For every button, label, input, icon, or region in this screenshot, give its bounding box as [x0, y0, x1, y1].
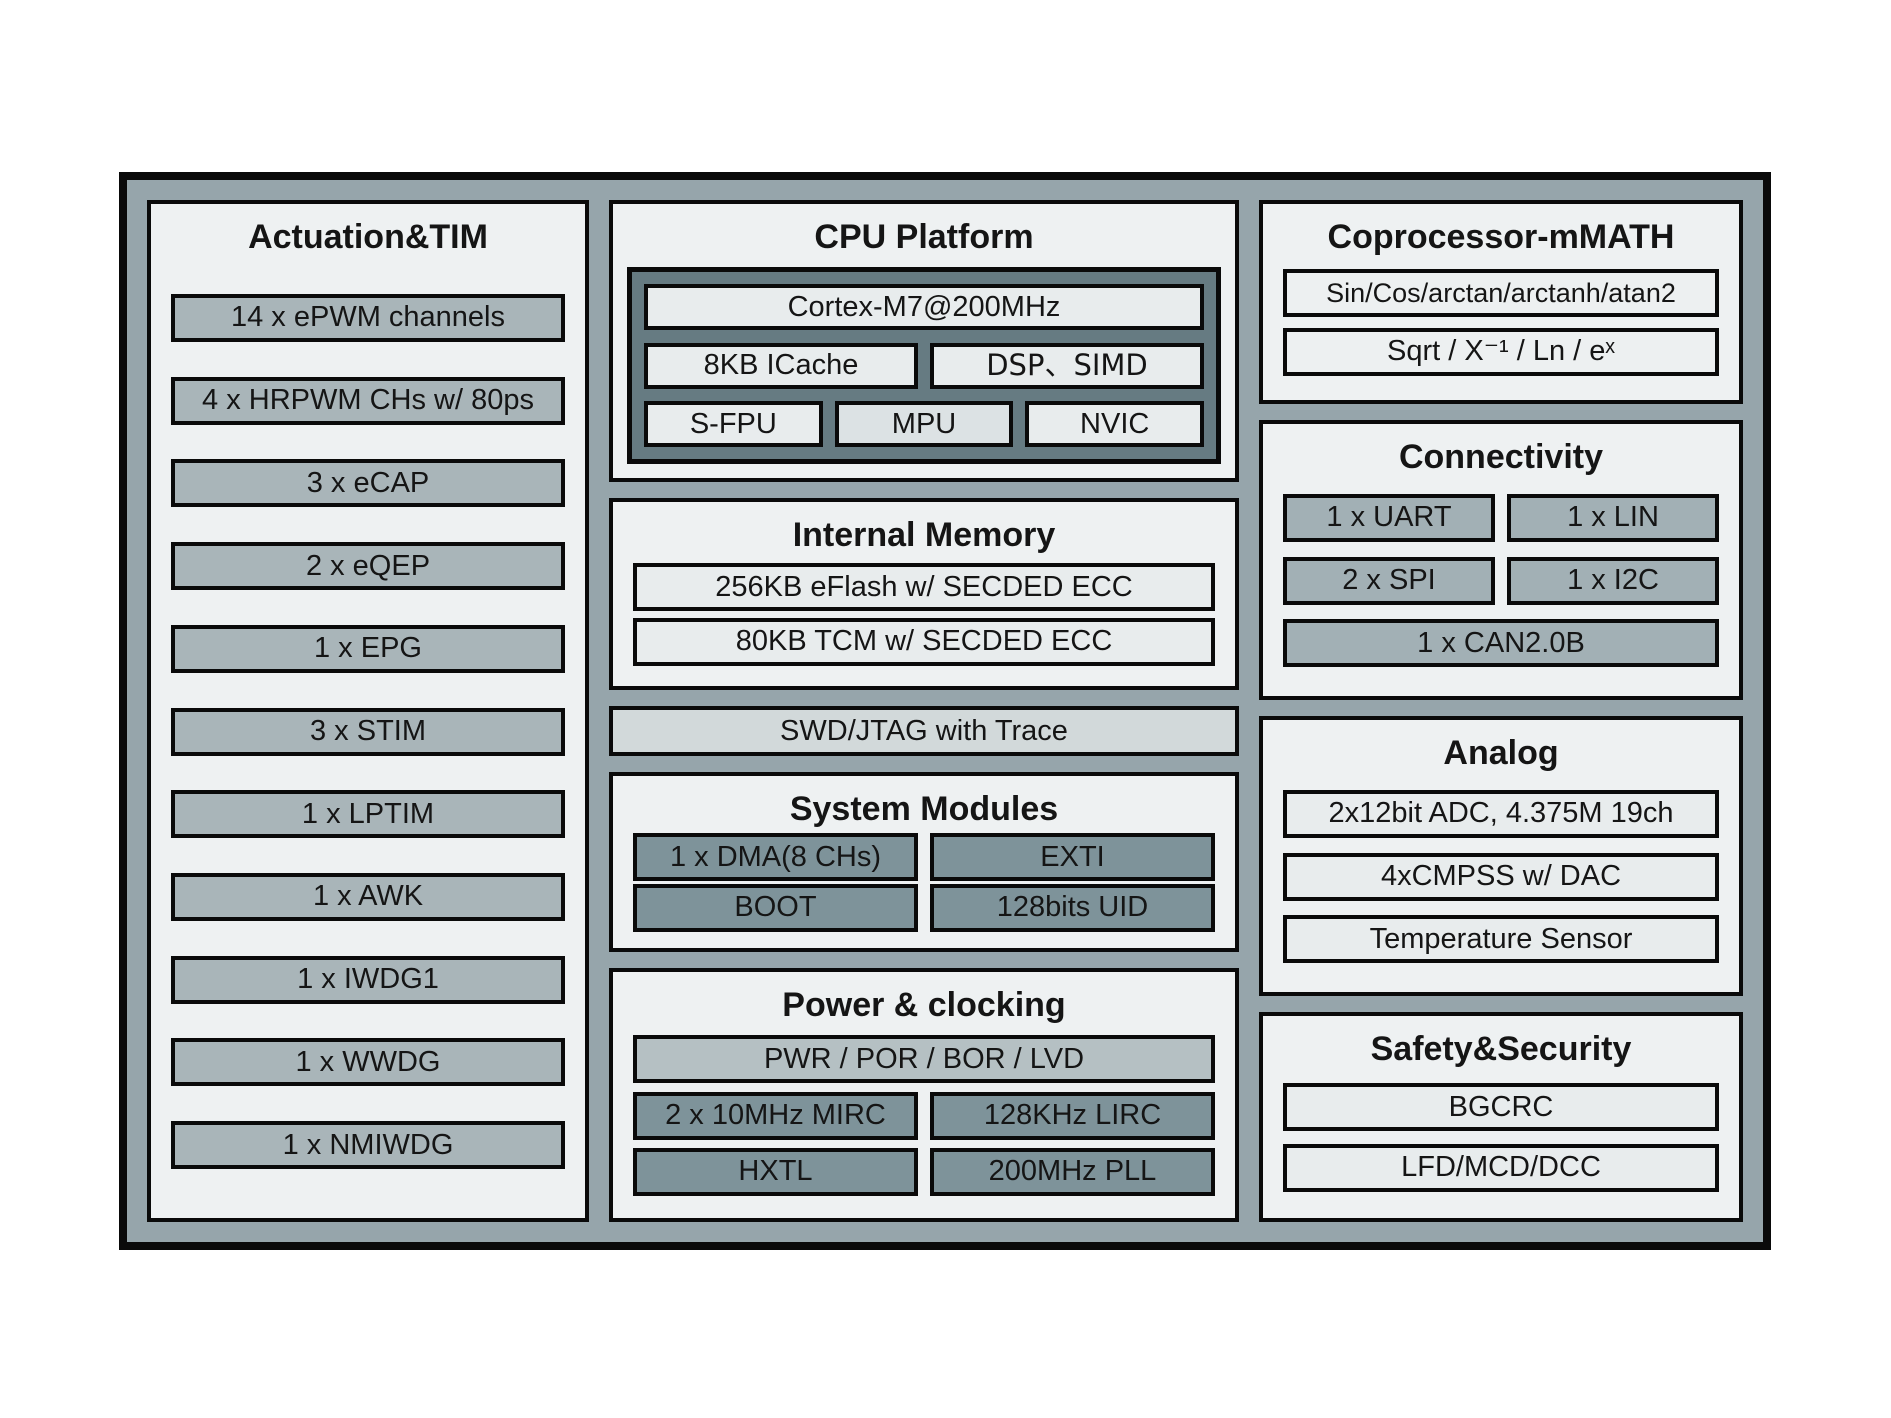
- bgcrc-box: BGCRC: [1283, 1083, 1719, 1132]
- nvic-box: NVIC: [1025, 401, 1205, 447]
- coprocessor-panel: Coprocessor-mMATH Sin/Cos/arctan/arctanh…: [1259, 200, 1743, 404]
- cpu-title: CPU Platform: [814, 218, 1034, 256]
- connectivity-title: Connectivity: [1398, 438, 1604, 476]
- actuation-panel: Actuation&TIM 14 x ePWM channels 4 x HRP…: [147, 200, 589, 1222]
- hxtl-box: HXTL: [633, 1147, 918, 1196]
- cpu-core-container: Cortex-M7@200MHz 8KB ICache DSP、SIMD S-F…: [627, 267, 1221, 464]
- uart-box: 1 x UART: [1283, 493, 1495, 542]
- icache-box: 8KB ICache: [644, 342, 918, 389]
- sfpu-box: S-FPU: [644, 401, 823, 447]
- actuation-item: 14 x ePWM channels: [171, 293, 565, 342]
- connectivity-row-1: 1 x UART 1 x LIN: [1283, 493, 1719, 542]
- power-clocking-panel: Power & clocking PWR / POR / BOR / LVD 2…: [609, 968, 1239, 1222]
- pll-box: 200MHz PLL: [930, 1147, 1215, 1196]
- lfd-mcd-dcc-box: LFD/MCD/DCC: [1283, 1143, 1719, 1192]
- power-clocking-title: Power & clocking: [782, 986, 1066, 1024]
- eflash-box: 256KB eFlash w/ SECDED ECC: [633, 563, 1215, 612]
- dsp-simd-box: DSP、SIMD: [930, 342, 1204, 389]
- chip-frame: Actuation&TIM 14 x ePWM channels 4 x HRP…: [119, 172, 1771, 1250]
- actuation-item: 1 x AWK: [171, 872, 565, 921]
- lirc-box: 128KHz LIRC: [930, 1091, 1215, 1140]
- sqrt-ln-box: Sqrt / X⁻¹ / Ln / eˣ: [1283, 327, 1719, 376]
- analog-body: 2x12bit ADC, 4.375M 19ch 4xCMPSS w/ DAC …: [1283, 775, 1719, 978]
- adc-box: 2x12bit ADC, 4.375M 19ch: [1283, 789, 1719, 838]
- tcm-box: 80KB TCM w/ SECDED ECC: [633, 617, 1215, 666]
- cpu-row-cache: 8KB ICache DSP、SIMD: [644, 342, 1204, 389]
- actuation-item: 1 x EPG: [171, 624, 565, 673]
- actuation-item: 1 x IWDG1: [171, 955, 565, 1004]
- exti-box: EXTI: [930, 833, 1215, 882]
- actuation-item: 3 x STIM: [171, 707, 565, 756]
- actuation-title: Actuation&TIM: [248, 218, 488, 256]
- mirc-box: 2 x 10MHz MIRC: [633, 1091, 918, 1140]
- i2c-box: 1 x I2C: [1507, 556, 1719, 605]
- system-row-2: BOOT 128bits UID: [633, 883, 1215, 932]
- coprocessor-body: Sin/Cos/arctan/arctanh/atan2 Sqrt / X⁻¹ …: [1283, 259, 1719, 386]
- cortex-core-box: Cortex-M7@200MHz: [644, 284, 1204, 331]
- cmpss-box: 4xCMPSS w/ DAC: [1283, 852, 1719, 901]
- dma-box: 1 x DMA(8 CHs): [633, 833, 918, 882]
- analog-panel: Analog 2x12bit ADC, 4.375M 19ch 4xCMPSS …: [1259, 716, 1743, 996]
- actuation-item: 4 x HRPWM CHs w/ 80ps: [171, 376, 565, 425]
- mpu-box: MPU: [834, 401, 1014, 447]
- power-row-1: 2 x 10MHz MIRC 128KHz LIRC: [633, 1091, 1215, 1140]
- swd-jtag-box: SWD/JTAG with Trace: [609, 706, 1239, 756]
- analog-title: Analog: [1443, 734, 1559, 772]
- column-left: Actuation&TIM 14 x ePWM channels 4 x HRP…: [147, 200, 589, 1222]
- column-right: Coprocessor-mMATH Sin/Cos/arctan/arctanh…: [1259, 200, 1743, 1222]
- actuation-item: 1 x NMIWDG: [171, 1121, 565, 1170]
- power-row-2: HXTL 200MHz PLL: [633, 1147, 1215, 1196]
- system-row-1: 1 x DMA(8 CHs) EXTI: [633, 833, 1215, 882]
- cpu-row-units: S-FPU MPU NVIC: [644, 401, 1205, 447]
- connectivity-body: 1 x UART 1 x LIN 2 x SPI 1 x I2C 1 x CAN…: [1283, 479, 1719, 682]
- connectivity-row-2: 2 x SPI 1 x I2C: [1283, 556, 1719, 605]
- safety-security-title: Safety&Security: [1370, 1030, 1632, 1068]
- actuation-item: 1 x LPTIM: [171, 790, 565, 839]
- connectivity-panel: Connectivity 1 x UART 1 x LIN 2 x SPI 1 …: [1259, 420, 1743, 700]
- actuation-item: 3 x eCAP: [171, 459, 565, 508]
- actuation-item: 1 x WWDG: [171, 1038, 565, 1087]
- coprocessor-title: Coprocessor-mMATH: [1327, 218, 1675, 256]
- safety-security-panel: Safety&Security BGCRC LFD/MCD/DCC: [1259, 1012, 1743, 1222]
- spi-box: 2 x SPI: [1283, 556, 1495, 605]
- internal-memory-body: 256KB eFlash w/ SECDED ECC 80KB TCM w/ S…: [633, 557, 1215, 672]
- temperature-sensor-box: Temperature Sensor: [1283, 915, 1719, 964]
- system-modules-panel: System Modules 1 x DMA(8 CHs) EXTI BOOT …: [609, 772, 1239, 952]
- safety-security-body: BGCRC LFD/MCD/DCC: [1283, 1071, 1719, 1204]
- pwr-por-bor-lvd-box: PWR / POR / BOR / LVD: [633, 1035, 1215, 1084]
- uid-box: 128bits UID: [930, 883, 1215, 932]
- column-middle: CPU Platform Cortex-M7@200MHz 8KB ICache…: [609, 200, 1239, 1222]
- can-box: 1 x CAN2.0B: [1283, 619, 1719, 668]
- internal-memory-panel: Internal Memory 256KB eFlash w/ SECDED E…: [609, 498, 1239, 690]
- internal-memory-title: Internal Memory: [792, 516, 1056, 554]
- actuation-item: 2 x eQEP: [171, 542, 565, 591]
- system-modules-body: 1 x DMA(8 CHs) EXTI BOOT 128bits UID: [633, 831, 1215, 934]
- power-clocking-body: PWR / POR / BOR / LVD 2 x 10MHz MIRC 128…: [633, 1027, 1215, 1204]
- system-modules-title: System Modules: [789, 790, 1059, 828]
- lin-box: 1 x LIN: [1507, 493, 1719, 542]
- trig-functions-box: Sin/Cos/arctan/arctanh/atan2: [1283, 269, 1719, 318]
- actuation-body: 14 x ePWM channels 4 x HRPWM CHs w/ 80ps…: [171, 259, 565, 1204]
- cpu-panel: CPU Platform Cortex-M7@200MHz 8KB ICache…: [609, 200, 1239, 482]
- boot-box: BOOT: [633, 883, 918, 932]
